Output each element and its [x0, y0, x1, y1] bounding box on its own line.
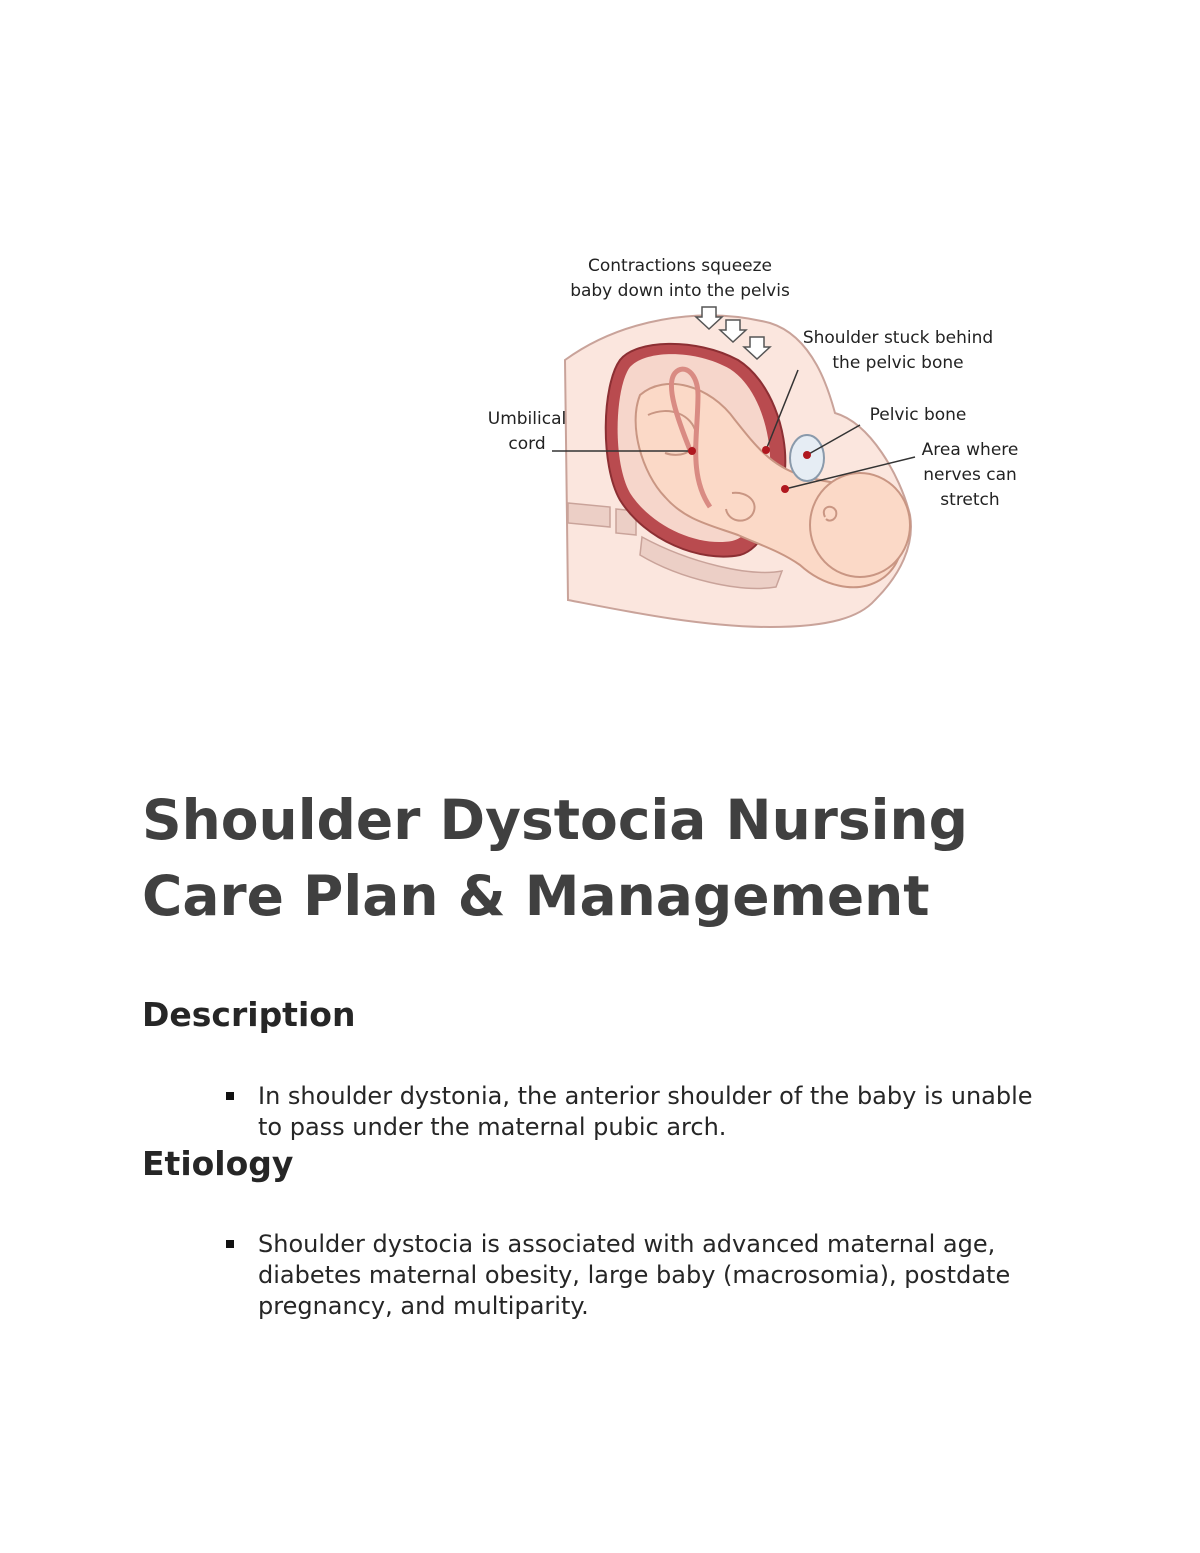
illustration-svg: Contractions squeeze baby down into the … — [488, 256, 1019, 629]
baby-ear — [822, 505, 838, 522]
point-umbilical — [688, 447, 696, 455]
list-item-text: In shoulder dystonia, the anterior shoul… — [258, 1082, 1033, 1141]
label-area-3: stretch — [940, 490, 999, 510]
title-line-2: Care Plan & Management — [142, 864, 930, 928]
description-list: In shoulder dystonia, the anterior shoul… — [220, 1081, 1060, 1143]
pointer-pelvic — [806, 424, 861, 456]
label-shoulder-1: Shoulder stuck behind — [803, 328, 993, 348]
baby-arm — [725, 491, 756, 522]
label-area-2: nerves can — [923, 465, 1017, 485]
arrow-3 — [742, 336, 772, 361]
list-item: In shoulder dystonia, the anterior shoul… — [220, 1081, 1060, 1143]
spine-band-1 — [567, 502, 611, 528]
page-title: Shoulder Dystocia Nursing Care Plan & Ma… — [142, 782, 1102, 934]
label-contractions-1: Contractions squeeze — [588, 256, 772, 276]
pointer-area — [784, 456, 916, 490]
list-item: Shoulder dystocia is associated with adv… — [220, 1229, 1060, 1322]
label-area-1: Area where — [922, 440, 1019, 460]
point-area — [781, 485, 789, 493]
point-pelvic — [803, 451, 811, 459]
arrow-2 — [718, 319, 748, 344]
list-item-text: Shoulder dystocia is associated with adv… — [258, 1230, 1011, 1320]
spine-band-3 — [639, 535, 784, 590]
label-umbilical-2: cord — [508, 434, 545, 454]
etiology-list: Shoulder dystocia is associated with adv… — [220, 1229, 1060, 1322]
arrow-1 — [694, 306, 724, 331]
label-contractions-2: baby down into the pelvis — [570, 281, 790, 301]
square-bullet-icon — [226, 1092, 234, 1100]
label-umbilical-1: Umbilical — [488, 409, 566, 429]
baby-head — [809, 472, 911, 578]
label-pelvic-bone: Pelvic bone — [870, 405, 967, 425]
shoulder-dystocia-illustration: Contractions squeeze baby down into the … — [470, 245, 1050, 640]
etiology-heading: Etiology — [142, 1144, 294, 1183]
pointer-shoulder — [765, 369, 799, 451]
label-shoulder-2: the pelvic bone — [832, 353, 963, 373]
title-line-1: Shoulder Dystocia Nursing — [142, 788, 968, 852]
umbilical-cord — [669, 366, 713, 509]
description-heading: Description — [142, 995, 356, 1034]
square-bullet-icon — [226, 1240, 234, 1248]
point-shoulder — [762, 446, 770, 454]
